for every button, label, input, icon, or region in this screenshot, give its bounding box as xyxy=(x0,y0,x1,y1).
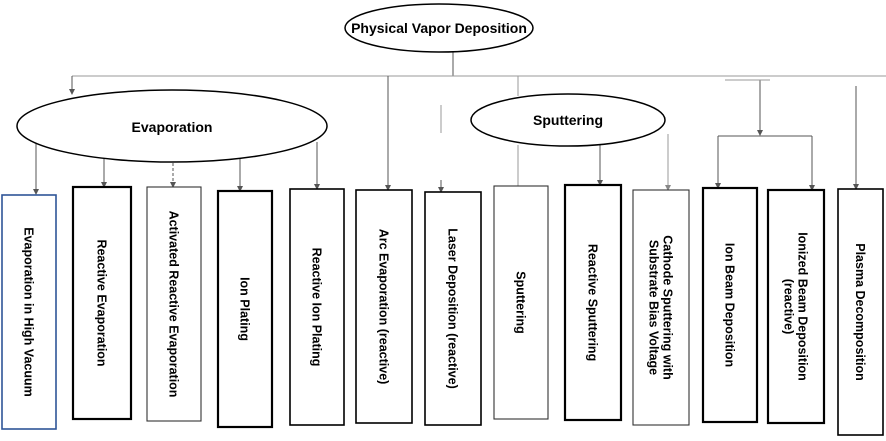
method-label: Reactive Ion Plating xyxy=(310,248,324,367)
arrow-head xyxy=(170,182,176,188)
method-box: Reactive Evaporation xyxy=(71,185,133,421)
method-label-line: Laser Deposition (reactive) xyxy=(446,228,460,388)
arrow-head xyxy=(314,184,320,190)
arrow-head xyxy=(101,182,107,188)
root-node: Physical Vapor Deposition xyxy=(344,3,534,53)
method-label: Evaporation in High Vacuum xyxy=(22,227,36,396)
method-box-frame xyxy=(289,188,345,426)
method-label: Activated Reactive Evaporation xyxy=(167,211,181,398)
method-box-frame xyxy=(355,189,413,424)
method-box: Reactive Ion Plating xyxy=(289,188,345,426)
arrow-head xyxy=(69,89,75,95)
method-label-line: Ionized Beam Deposition xyxy=(796,232,810,381)
method-label-line: Plasma Decomposition xyxy=(853,243,867,381)
method-box-frame xyxy=(216,189,274,429)
root-label: Physical Vapor Deposition xyxy=(351,20,527,36)
method-label: Reactive Evaporation xyxy=(95,239,109,366)
method-box: Ion Plating xyxy=(216,189,274,429)
arrow-head xyxy=(853,184,859,190)
method-box-frame xyxy=(632,189,690,426)
sputtering-group-node: Sputtering xyxy=(470,93,666,147)
arrow-head xyxy=(757,130,763,136)
method-box: Ion Beam Deposition xyxy=(701,186,759,424)
method-box: Reactive Sputtering xyxy=(563,183,623,422)
method-box-frame xyxy=(837,188,884,436)
method-label-line: Ion Plating xyxy=(238,277,252,341)
method-box: Ionized Beam Deposition(reactive) xyxy=(766,188,826,425)
method-box: Sputtering xyxy=(493,185,549,420)
arrow-head xyxy=(438,187,444,193)
evaporation-label: Evaporation xyxy=(132,119,213,135)
arrow-head xyxy=(715,183,721,189)
method-box: Evaporation in High Vacuum xyxy=(1,194,57,430)
root-ellipse xyxy=(344,3,534,53)
method-label-line: Substrate Bias Voltage xyxy=(647,240,661,375)
method-label-line: Sputtering xyxy=(514,271,528,334)
method-box-frame xyxy=(701,186,759,424)
method-label: Sputtering xyxy=(514,271,528,334)
method-box-frame xyxy=(1,194,57,430)
arrow-head xyxy=(809,185,815,191)
method-label-line: Reactive Sputtering xyxy=(586,244,600,361)
method-label-line: Arc Evaporation (reactive) xyxy=(377,229,391,385)
connector-lines xyxy=(33,44,886,195)
method-box: Activated Reactive Evaporation xyxy=(146,186,202,422)
sputtering-label: Sputtering xyxy=(533,112,603,128)
method-label-line: Ion Beam Deposition xyxy=(723,243,737,367)
arrow-head xyxy=(597,180,603,186)
method-label-line: Activated Reactive Evaporation xyxy=(167,211,181,398)
arrow-head xyxy=(385,185,391,191)
arrow-head xyxy=(237,186,243,192)
method-box: Arc Evaporation (reactive) xyxy=(355,189,413,424)
method-box: Cathode Sputtering withSubstrate Bias Vo… xyxy=(632,189,690,426)
method-box: Plasma Decomposition xyxy=(837,188,884,436)
method-label: Arc Evaporation (reactive) xyxy=(377,229,391,385)
method-label: Ion Plating xyxy=(238,277,252,341)
method-label-line: Cathode Sputtering with xyxy=(661,235,675,379)
method-box-frame xyxy=(146,186,202,422)
evaporation-ellipse xyxy=(16,89,328,163)
arrow-head xyxy=(665,185,671,191)
method-label: Plasma Decomposition xyxy=(853,243,867,381)
method-boxes: Evaporation in High Vacuum Reactive Evapo… xyxy=(1,183,884,436)
method-label-line: (reactive) xyxy=(782,279,796,335)
method-box-frame xyxy=(424,191,482,426)
method-label-line: Reactive Ion Plating xyxy=(310,248,324,367)
method-label: Reactive Sputtering xyxy=(586,244,600,361)
method-label: Cathode Sputtering withSubstrate Bias Vo… xyxy=(647,235,675,379)
method-box-frame xyxy=(766,188,826,425)
sputtering-ellipse xyxy=(470,93,666,147)
arrow-head xyxy=(33,189,39,195)
method-label: Ion Beam Deposition xyxy=(723,243,737,367)
method-label: Ionized Beam Deposition(reactive) xyxy=(782,232,810,381)
evaporation-group-node: Evaporation xyxy=(16,89,328,163)
method-box-frame xyxy=(493,185,549,420)
method-label: Laser Deposition (reactive) xyxy=(446,228,460,388)
method-box-frame xyxy=(71,185,133,421)
method-box-frame xyxy=(563,183,623,422)
method-box: Laser Deposition (reactive) xyxy=(424,191,482,426)
method-label-line: Evaporation in High Vacuum xyxy=(22,227,36,396)
method-label-line: Reactive Evaporation xyxy=(95,239,109,366)
